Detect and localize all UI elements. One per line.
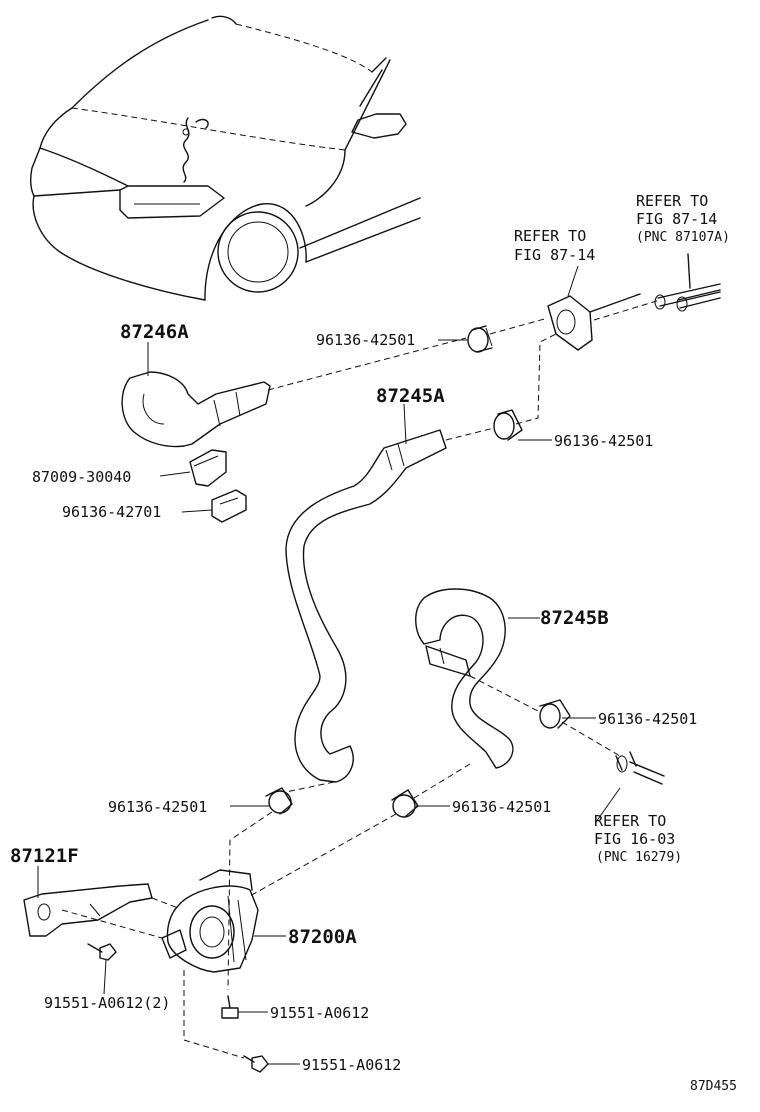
refer-pipe-16-03 — [615, 751, 665, 785]
car-illustration — [29, 15, 421, 301]
refer-top-right-line1: REFER TO — [636, 192, 708, 210]
label-87121F: 87121F — [10, 845, 79, 867]
refer-bottom-line2: FIG 16-03 — [594, 830, 675, 848]
refer-bottom-line3: (PNC 16279) — [596, 850, 682, 865]
hose-87245A — [285, 429, 447, 783]
label-clamp-right: 96136-42501 — [554, 432, 653, 450]
label-87245A: 87245A — [376, 385, 445, 407]
hose-87246A — [121, 371, 271, 448]
bolt-91551-a — [87, 943, 117, 961]
bolt-91551-c — [243, 1055, 269, 1073]
refer-bottom-line1: REFER TO — [594, 812, 666, 830]
bracket-87121F — [23, 883, 153, 937]
heater-pipe-assembly — [547, 253, 721, 351]
hose-clamp-bottom-left — [265, 787, 293, 815]
gasket-87009 — [189, 449, 227, 487]
hose-87245B — [415, 588, 514, 769]
hose-clamp-mid — [539, 699, 571, 729]
label-clamp-bottom-left: 96136-42501 — [108, 798, 207, 816]
gasket-96136-42701 — [211, 489, 247, 523]
refer-top-mid-line1: REFER TO — [514, 227, 586, 245]
bolt-91551-b — [221, 995, 239, 1019]
label-87200A: 87200A — [288, 926, 357, 948]
assembly-lines — [61, 317, 621, 1059]
refer-top-right-line2: FIG 87-14 — [636, 210, 717, 228]
label-87245B: 87245B — [540, 607, 609, 629]
label-clamp-bottom-right: 96136-42501 — [452, 798, 551, 816]
label-clamp-top: 96136-42501 — [316, 331, 415, 349]
label-bolt-a: 91551-A0612 — [270, 1004, 369, 1022]
leader-lines — [37, 265, 621, 1065]
diagram-code: 87D455 — [690, 1079, 737, 1094]
label-bolt-b: 91551-A0612 — [302, 1056, 401, 1074]
hose-clamp-top — [467, 325, 493, 353]
refer-top-mid-line2: FIG 87-14 — [514, 246, 595, 264]
water-pump-87200A — [161, 869, 259, 973]
label-bolt-2: 91551-A0612(2) — [44, 994, 170, 1012]
hose-clamp-right — [493, 409, 523, 441]
label-96136-42701: 96136-42701 — [62, 503, 161, 521]
refer-top-right-line3: (PNC 87107A) — [636, 230, 730, 245]
label-87246A: 87246A — [120, 321, 189, 343]
label-clamp-mid: 96136-42501 — [598, 710, 697, 728]
hose-clamp-bottom-right — [391, 789, 419, 818]
label-87009-30040: 87009-30040 — [32, 468, 131, 486]
